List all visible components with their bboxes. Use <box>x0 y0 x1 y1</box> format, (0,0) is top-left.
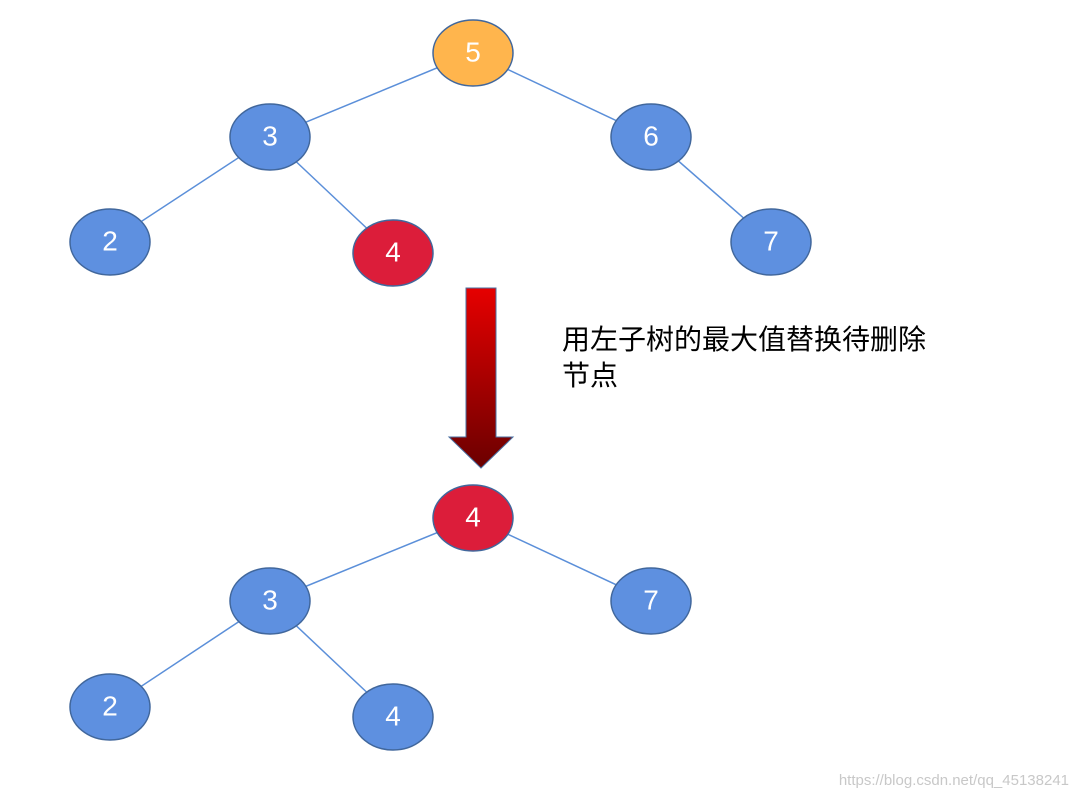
caption-line-1: 用左子树的最大值替换待删除 <box>562 323 927 356</box>
node-circle <box>432 484 514 552</box>
node-label: 2 <box>102 225 118 256</box>
node-circle <box>229 103 311 171</box>
node-label: 2 <box>102 690 118 721</box>
tree-node: 5 <box>432 19 514 87</box>
down-arrow-icon <box>447 287 515 469</box>
node-circle <box>69 208 151 276</box>
tree-node: 4 <box>352 683 434 751</box>
tree-node: 3 <box>229 103 311 171</box>
node-circle <box>432 19 514 87</box>
node-label: 7 <box>763 225 779 256</box>
node-circle <box>69 673 151 741</box>
node-label: 4 <box>385 236 401 267</box>
tree-node: 7 <box>610 567 692 635</box>
node-circle <box>730 208 812 276</box>
node-label: 4 <box>385 700 401 731</box>
tree-node: 4 <box>432 484 514 552</box>
node-label: 3 <box>262 120 278 151</box>
tree-node: 6 <box>610 103 692 171</box>
tree-node: 4 <box>352 219 434 287</box>
node-label: 6 <box>643 120 659 151</box>
node-circle <box>352 683 434 751</box>
node-circle <box>352 219 434 287</box>
watermark: https://blog.csdn.net/qq_45138241 <box>838 772 1069 789</box>
node-circle <box>610 567 692 635</box>
tree-node: 2 <box>69 673 151 741</box>
node-circle <box>229 567 311 635</box>
node-label: 7 <box>643 584 659 615</box>
node-circle <box>610 103 692 171</box>
node-label: 3 <box>262 584 278 615</box>
tree-node: 7 <box>730 208 812 276</box>
caption-line-2: 节点 <box>562 359 619 392</box>
node-label: 5 <box>465 36 481 67</box>
tree-node: 2 <box>69 208 151 276</box>
node-label: 4 <box>465 501 481 532</box>
caption: 用左子树的最大值替换待删除 节点 <box>562 322 982 394</box>
nodes-layer: 5 3 6 2 4 7 4 3 7 2 4 <box>69 19 812 751</box>
tree-node: 3 <box>229 567 311 635</box>
